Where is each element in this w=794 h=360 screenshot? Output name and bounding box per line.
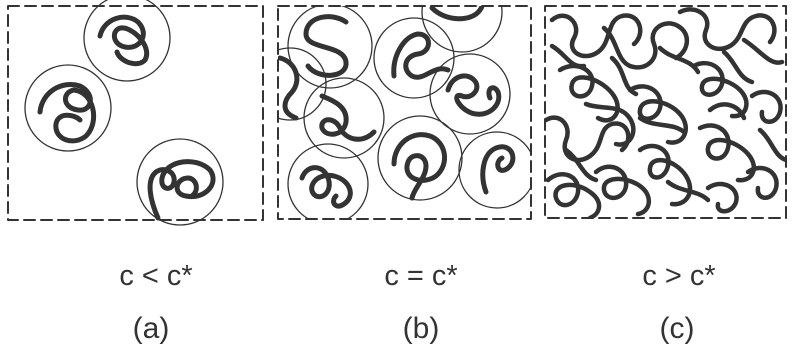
polymer-coil [429, 53, 511, 135]
polymer-coil [83, 0, 171, 82]
polymer-coil [421, 6, 503, 53]
panel-label-b: (b) [402, 312, 440, 345]
polymer-coil [377, 115, 463, 201]
panel-a-border [7, 5, 264, 221]
polymer-coil [373, 17, 455, 99]
condition-c: c > c* [642, 260, 716, 292]
panel-c-border [544, 5, 787, 219]
polymer-coil [24, 64, 112, 152]
panel-label-c: (c) [659, 312, 695, 345]
polymer-coil [278, 47, 327, 121]
polymer-coil [458, 131, 531, 209]
panel-b [277, 5, 532, 220]
condition-a: c < c* [119, 260, 193, 292]
entangled-chains [545, 7, 786, 218]
condition-b: c = c* [384, 260, 458, 292]
panel-c [544, 5, 787, 219]
polymer-coil [303, 77, 385, 159]
polymer-coil [287, 6, 373, 89]
polymer-coil [136, 138, 224, 226]
panel-label-a: (a) [132, 312, 170, 345]
polymer-coil [287, 143, 369, 219]
panel-b-border [277, 5, 532, 220]
panel-a [7, 0, 264, 226]
